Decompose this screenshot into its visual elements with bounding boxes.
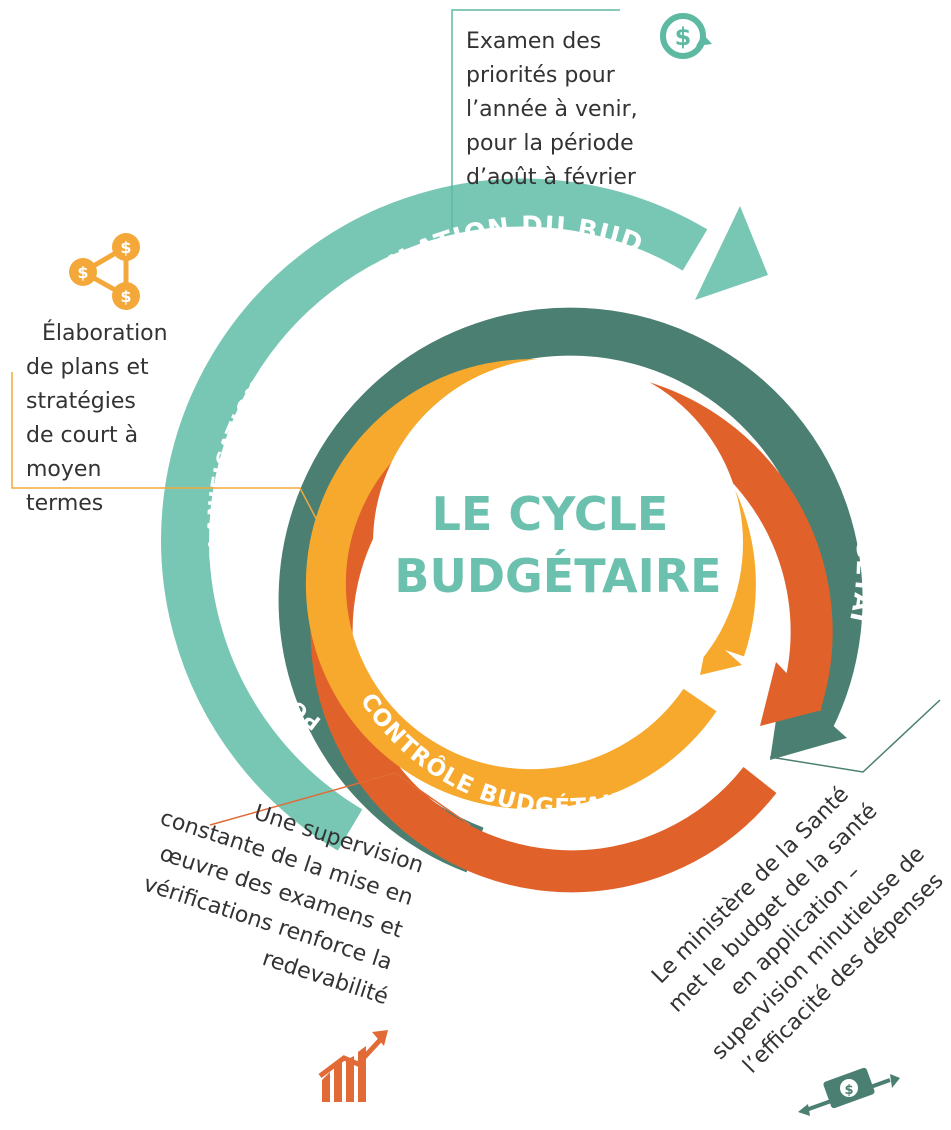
bottom-right-note: Le ministère de la Santé met le budget d… (639, 769, 951, 1087)
money-transfer-icon: $ (798, 1067, 900, 1116)
svg-text:$: $ (675, 23, 692, 51)
dollar-network-icon: $ $ $ (69, 233, 140, 310)
center-disc (373, 358, 743, 728)
svg-text:$: $ (120, 238, 131, 257)
formulation-arc (161, 178, 708, 851)
top-callout-line (451, 9, 620, 230)
left-note: Élaboration de plans et stratégies de co… (26, 320, 175, 516)
bottom-left-callout-line (209, 772, 471, 826)
left-callout-line (11, 372, 331, 546)
svg-text:$: $ (120, 287, 131, 306)
bottom-right-callout-line (769, 699, 941, 773)
dollar-cycle-icon: $ (660, 13, 712, 59)
top-note: Examen des priorités pour l’année à veni… (466, 29, 645, 190)
svg-text:$: $ (844, 1083, 853, 1098)
controle-arrowhead (760, 662, 822, 726)
controle-arc (310, 370, 833, 893)
growth-chart-icon (318, 1030, 388, 1102)
formulation-arrowhead (695, 206, 768, 300)
center-title: LE CYCLE BUDGÉTAIRE (394, 487, 721, 603)
svg-text:$: $ (77, 263, 88, 282)
